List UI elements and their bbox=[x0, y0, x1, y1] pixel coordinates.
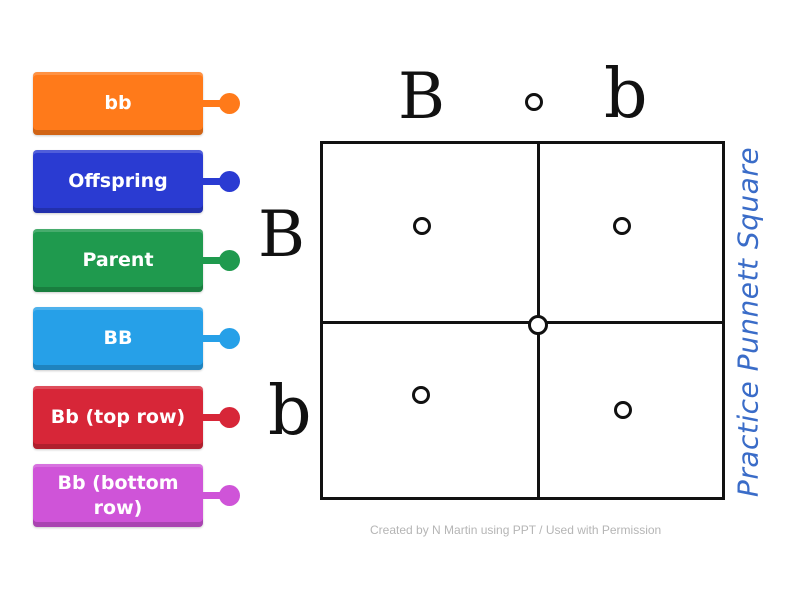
drop-target-cell-top-left[interactable] bbox=[413, 217, 431, 235]
top-allele-right: b bbox=[604, 55, 648, 134]
label-Bb-bottom-row[interactable]: Bb (bottom row) bbox=[33, 464, 243, 527]
label-box[interactable]: Offspring bbox=[33, 150, 203, 213]
drag-pin-icon[interactable] bbox=[219, 328, 240, 349]
credit-text: Created by N Martin using PPT / Used wit… bbox=[370, 523, 662, 537]
drag-pin-icon[interactable] bbox=[219, 485, 240, 506]
drag-pin-icon[interactable] bbox=[219, 171, 240, 192]
label-box[interactable]: Bb (top row) bbox=[33, 386, 203, 449]
drop-target-cell-top-right[interactable] bbox=[613, 217, 631, 235]
drop-target-cell-bottom-left[interactable] bbox=[412, 386, 430, 404]
drag-pin-icon[interactable] bbox=[219, 93, 240, 114]
connector-line bbox=[203, 178, 223, 185]
connector-line bbox=[203, 414, 223, 421]
connector-line bbox=[203, 335, 223, 342]
punnett-square-grid bbox=[320, 141, 725, 500]
drop-target-cell-bottom-right[interactable] bbox=[614, 401, 632, 419]
label-box[interactable]: bb bbox=[33, 72, 203, 135]
drag-pin-icon[interactable] bbox=[219, 250, 240, 271]
label-box[interactable]: Parent bbox=[33, 229, 203, 292]
label-parent[interactable]: Parent bbox=[33, 229, 243, 292]
connector-line bbox=[203, 492, 223, 499]
top-allele-left: B bbox=[398, 60, 446, 134]
label-box[interactable]: BB bbox=[33, 307, 203, 370]
drop-target-top-header[interactable] bbox=[525, 93, 543, 111]
drop-target-grid-center[interactable] bbox=[528, 315, 548, 335]
drag-pin-icon[interactable] bbox=[219, 407, 240, 428]
connector-line bbox=[203, 257, 223, 264]
side-allele-top: B bbox=[258, 198, 306, 272]
label-offspring[interactable]: Offspring bbox=[33, 150, 243, 213]
page-title: Practice Punnett Square bbox=[731, 146, 765, 498]
label-BB[interactable]: BB bbox=[33, 307, 243, 370]
label-bb[interactable]: bb bbox=[33, 72, 243, 135]
side-allele-bottom: b bbox=[268, 372, 312, 451]
grid-divider-horizontal bbox=[323, 321, 722, 324]
connector-line bbox=[203, 100, 223, 107]
label-box[interactable]: Bb (bottom row) bbox=[33, 464, 203, 527]
label-Bb-top-row[interactable]: Bb (top row) bbox=[33, 386, 243, 449]
